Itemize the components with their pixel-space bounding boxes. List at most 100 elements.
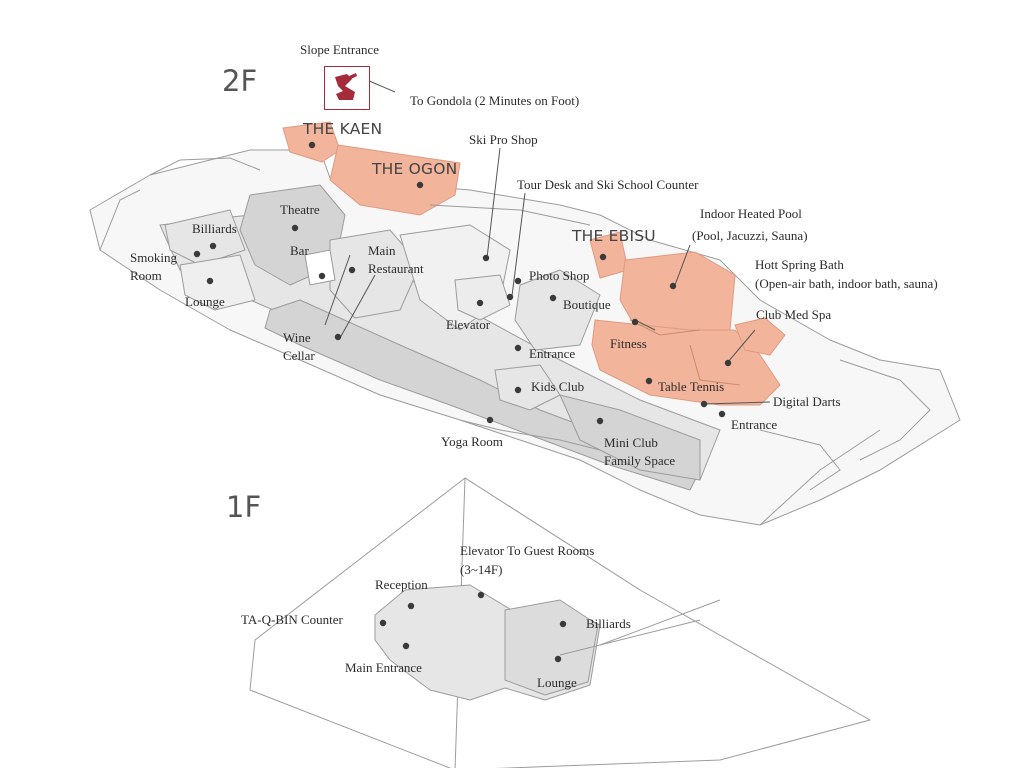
dot-elevator-guest	[477, 591, 485, 599]
label-smoking-room-line1: Smoking	[130, 250, 177, 265]
leader-club-med-spa	[727, 329, 756, 363]
plan-line-c	[459, 419, 601, 451]
plan-line-e	[839, 359, 931, 461]
dot-smoking-room	[193, 250, 201, 258]
label-kids-club: Kids Club	[531, 379, 585, 394]
dot-theatre	[291, 224, 299, 232]
dot-ogon	[416, 181, 424, 189]
area-club-med-spa	[734, 317, 786, 356]
room-bar	[304, 249, 336, 286]
dot-table-tennis	[645, 377, 653, 385]
label-main-restaurant-line2: Restaurant	[368, 261, 424, 276]
dot-reception	[407, 602, 415, 610]
label-tour-desk: Tour Desk and Ski School Counter	[517, 177, 699, 192]
floor-2f-heading: 2F	[222, 64, 258, 98]
label-boutique: Boutique	[563, 297, 611, 312]
gondola-note: To Gondola (2 Minutes on Foot)	[410, 93, 580, 108]
label-smoking-room-line2: Room	[130, 268, 162, 283]
label-entrance-east: Entrance	[731, 417, 778, 432]
room-main-restaurant	[329, 229, 421, 319]
label-elevator-2f: Elevator	[446, 317, 491, 332]
dot-fitness	[631, 318, 639, 326]
dot-photo-shop	[514, 277, 522, 285]
label-bar: Bar	[290, 243, 309, 258]
ski-slope-icon	[324, 66, 370, 110]
label-ski-pro-shop: Ski Pro Shop	[469, 132, 538, 147]
dot-main-entrance	[402, 642, 410, 650]
label-billiards-1f: Billiards	[586, 616, 631, 631]
plan-line-1f-b	[599, 599, 721, 646]
dot-mini-club	[596, 417, 604, 425]
dot-wine-cellar	[334, 333, 342, 341]
label-hot-spring-line2: (Open-air bath, indoor bath, sauna)	[755, 276, 938, 291]
label-club-med-spa: Club Med Spa	[756, 307, 832, 322]
label-wine-cellar-line1: Wine	[283, 330, 311, 345]
partition-pool	[629, 319, 701, 336]
venue-the-kaen: THE KAEN	[303, 120, 383, 138]
dot-digital-darts	[700, 400, 708, 408]
dot-bar	[318, 272, 326, 280]
label-taqbin-counter: TA-Q-BIN Counter	[241, 612, 343, 627]
room-lounge-1f	[504, 599, 599, 696]
label-hot-spring-line1: Hott Spring Bath	[755, 257, 844, 272]
label-theatre: Theatre	[280, 202, 320, 217]
dot-yoga-room	[486, 416, 494, 424]
label-billiards-2f: Billiards	[192, 221, 237, 236]
dot-kaen	[308, 141, 316, 149]
dot-billiards-2f	[209, 242, 217, 250]
leader-digital-darts	[704, 401, 771, 405]
partition-spa	[689, 344, 741, 386]
dot-lounge-2f	[206, 277, 214, 285]
room-mini-club	[559, 394, 701, 481]
floor-1f-heading: 1F	[226, 490, 262, 524]
room-kids-club	[494, 364, 561, 411]
label-mini-club-line1: Mini Club	[604, 435, 658, 450]
label-elevator-guest-line1: Elevator To Guest Rooms	[460, 543, 595, 558]
area-the-ogon	[329, 144, 461, 216]
label-main-entrance: Main Entrance	[345, 660, 422, 675]
plan-line-b	[99, 189, 141, 251]
plan-line-f	[429, 204, 591, 226]
leader-fitness	[634, 319, 656, 331]
dot-entrance-center	[514, 344, 522, 352]
label-yoga-room: Yoga Room	[441, 434, 503, 449]
label-mini-club-line2: Family Space	[604, 453, 676, 468]
dot-kids-club	[514, 386, 522, 394]
label-elevator-guest-line2: (3~14F)	[460, 562, 503, 577]
label-fitness: Fitness	[610, 336, 647, 351]
venue-the-ogon: THE OGON	[372, 160, 458, 178]
plan-line-1f-a	[559, 619, 701, 656]
room-boutique	[514, 269, 601, 351]
dot-boutique	[549, 294, 557, 302]
leader-indoor-pool	[674, 244, 691, 286]
label-main-restaurant-line1: Main	[368, 243, 396, 258]
dot-taqbin	[379, 619, 387, 627]
dot-indoor-pool	[669, 282, 677, 290]
venue-the-ebisu: THE EBISU	[572, 227, 656, 245]
dot-elevator-2f	[476, 299, 484, 307]
label-reception: Reception	[375, 577, 428, 592]
slope-entrance-label: Slope Entrance	[300, 42, 380, 57]
leader-ski-pro-shop	[486, 147, 501, 259]
plan-line-d	[759, 429, 881, 526]
label-table-tennis: Table Tennis	[658, 379, 725, 394]
dot-tour-desk	[506, 293, 514, 301]
building-2f-outline	[89, 149, 961, 526]
label-wine-cellar-line2: Cellar	[283, 348, 315, 363]
label-indoor-pool-line1: Indoor Heated Pool	[700, 206, 802, 221]
dot-ski-pro-shop	[482, 254, 490, 262]
dot-billiards-1f	[559, 620, 567, 628]
label-digital-darts: Digital Darts	[773, 394, 841, 409]
label-lounge-1f: Lounge	[537, 675, 577, 690]
label-lounge-2f: Lounge	[185, 294, 225, 309]
dot-club-med-spa	[724, 359, 732, 367]
label-photo-shop: Photo Shop	[529, 268, 590, 283]
dot-ebisu	[599, 253, 607, 261]
leader-tour-desk	[511, 192, 526, 297]
label-entrance-center: Entrance	[529, 346, 576, 361]
dot-main-restaurant	[348, 266, 356, 274]
leader-wine-cellar	[339, 274, 376, 339]
dot-entrance-east	[718, 410, 726, 418]
